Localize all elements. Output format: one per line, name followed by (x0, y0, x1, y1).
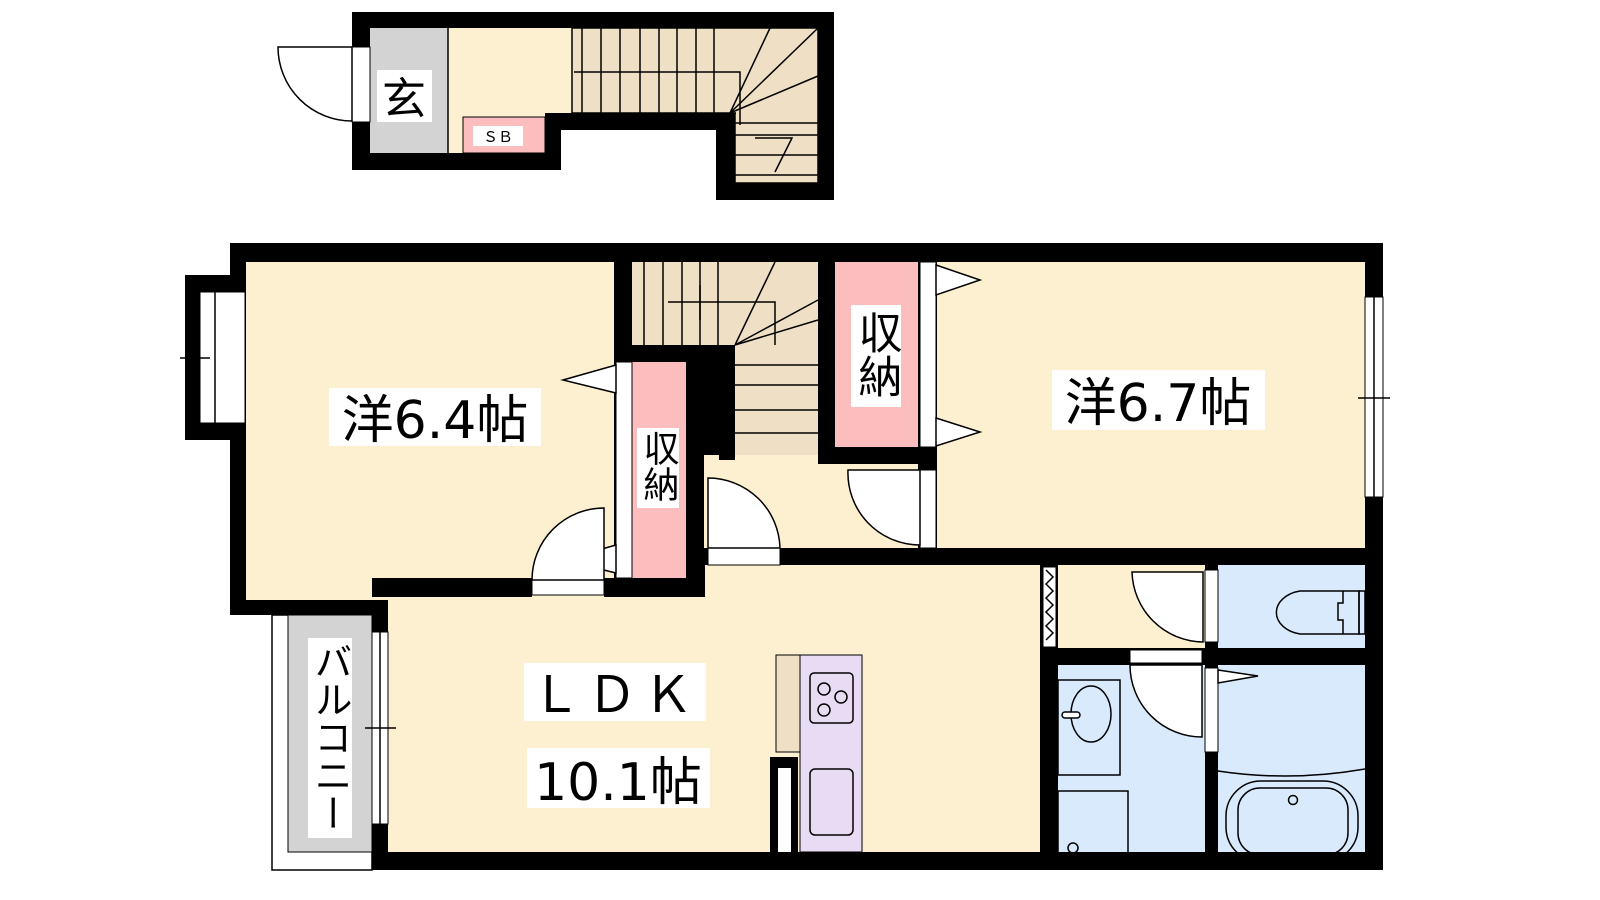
stove-icon (809, 672, 854, 724)
storage-2-label: 収納 (638, 430, 679, 502)
washing-machine-space (1057, 790, 1129, 863)
main-floor: 洋6.4帖 洋6.7帖 収納 収納 ＬＤＫ 10.1帖 バルコニー (180, 243, 1390, 871)
stairs-upper (571, 27, 819, 184)
ldk-door[interactable] (707, 477, 781, 566)
kitchen (770, 654, 863, 853)
washbasin (1057, 679, 1121, 776)
window-west[interactable] (180, 275, 246, 440)
ldk-label: ＬＤＫ (531, 666, 699, 724)
bathtub (1217, 768, 1366, 863)
sink-icon (809, 768, 854, 836)
storage-1-label: 収納 (851, 310, 902, 398)
toilet-door[interactable] (1131, 569, 1219, 643)
stairs-wall (614, 345, 735, 361)
stairs-lower-fill-2 (735, 345, 818, 455)
balcony-label: バルコニー (308, 642, 352, 832)
balcony-window[interactable] (365, 631, 396, 825)
ldk-size-label: 10.1帖 (534, 753, 702, 813)
room-2-door[interactable] (847, 469, 937, 549)
entrance-door[interactable] (277, 46, 371, 123)
western-room-2-label: 洋6.7帖 (1065, 374, 1252, 434)
shoe-box-label: ＳＢ (483, 128, 513, 146)
washroom-door[interactable] (1129, 649, 1203, 738)
bathroom (1218, 665, 1365, 852)
folding-door[interactable] (1042, 566, 1057, 648)
stairs-lower-fill (632, 262, 818, 345)
room-1-door[interactable] (531, 507, 605, 596)
bathroom-door[interactable] (1204, 667, 1259, 753)
window-east[interactable] (1358, 296, 1390, 498)
toilet-fixture (1275, 590, 1366, 635)
stairs-lower (643, 261, 819, 434)
ldk-room (388, 565, 1040, 852)
western-room-1-label: 洋6.4帖 (342, 391, 529, 451)
entrance-floor: ＳＢ 玄 (277, 12, 834, 200)
genkan-label: 玄 (382, 74, 426, 125)
storage-1-doors[interactable] (919, 261, 983, 448)
